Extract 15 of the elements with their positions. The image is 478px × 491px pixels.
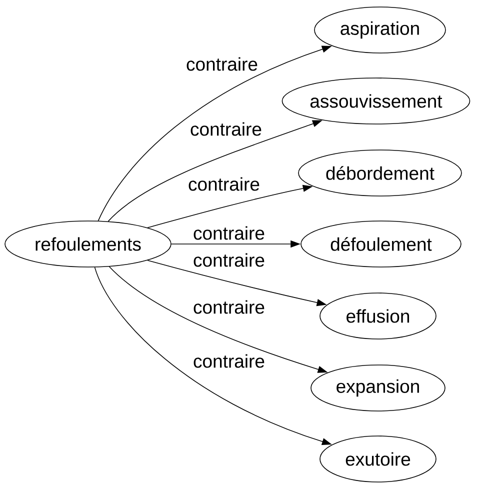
- edge-label: contraire: [192, 299, 266, 315]
- edge-label: contraire: [192, 225, 266, 241]
- ellipse-node: défoulement: [300, 220, 462, 268]
- ellipse-node: effusion: [320, 292, 436, 340]
- ellipse-node: refoulements: [4, 220, 172, 268]
- edge-label: contraire: [189, 121, 263, 137]
- edge-label: contraire: [192, 353, 266, 369]
- ellipse-node: aspiration: [314, 6, 446, 54]
- ellipse-node: assouvissement: [282, 78, 470, 124]
- edge-label: contraire: [187, 176, 261, 192]
- edge-label: contraire: [185, 56, 259, 72]
- ellipse-node: expansion: [310, 364, 446, 412]
- ellipse-node: débordement: [298, 150, 462, 196]
- ellipse-node: exutoire: [320, 436, 436, 482]
- edge-label: contraire: [192, 252, 266, 268]
